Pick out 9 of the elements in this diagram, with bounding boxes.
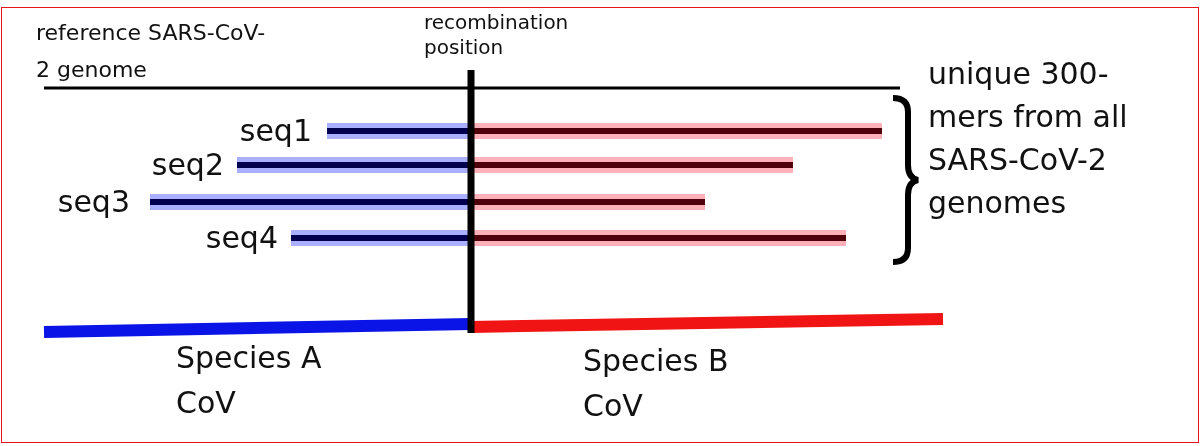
sequence-label: seq4 <box>204 220 278 256</box>
sequence-label: seq1 <box>238 113 312 149</box>
reference-genome-label: reference SARS-CoV-2 genome <box>36 19 267 84</box>
kmer-set-label: unique 300-mers from all SARS-CoV-2 genomes <box>928 55 1129 222</box>
sequence-label: seq3 <box>56 184 130 220</box>
position-label: recombination position <box>424 10 570 60</box>
species-label: Species A CoV <box>176 339 323 422</box>
species-label: Species B CoV <box>583 342 730 425</box>
sequence-label: seq2 <box>150 147 224 183</box>
